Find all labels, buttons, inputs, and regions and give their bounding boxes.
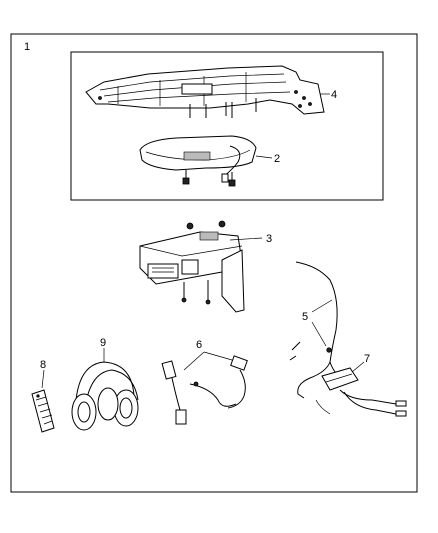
wiring-harness [289,261,345,399]
adapter-cable [161,355,248,425]
callout-9: 9 [100,337,106,349]
dvd-player-unit [139,220,245,313]
leader-6b [203,351,233,361]
leader-7 [351,361,365,373]
callout-4: 3 [266,233,272,245]
callout-3: 4 [331,89,337,101]
wireless-headphones [71,361,139,431]
callout-2: 2 [274,153,280,165]
inset-frame [70,51,384,201]
callout-7: 7 [364,353,370,365]
leader-5b [311,321,327,347]
overhead-console [139,135,257,187]
leader-2 [255,155,273,159]
outer-frame [10,33,418,493]
leader-8 [41,369,45,389]
callout-6: 6 [196,339,202,351]
leader-6a [183,351,205,371]
leader-4 [229,237,263,241]
remote-control [31,389,55,433]
signal-module [315,367,407,417]
leader-5a [311,299,333,313]
figure-label: 1 [24,41,30,53]
callout-8: 8 [40,359,46,371]
mounting-bracket [85,65,325,118]
callout-5: 5 [302,311,308,323]
